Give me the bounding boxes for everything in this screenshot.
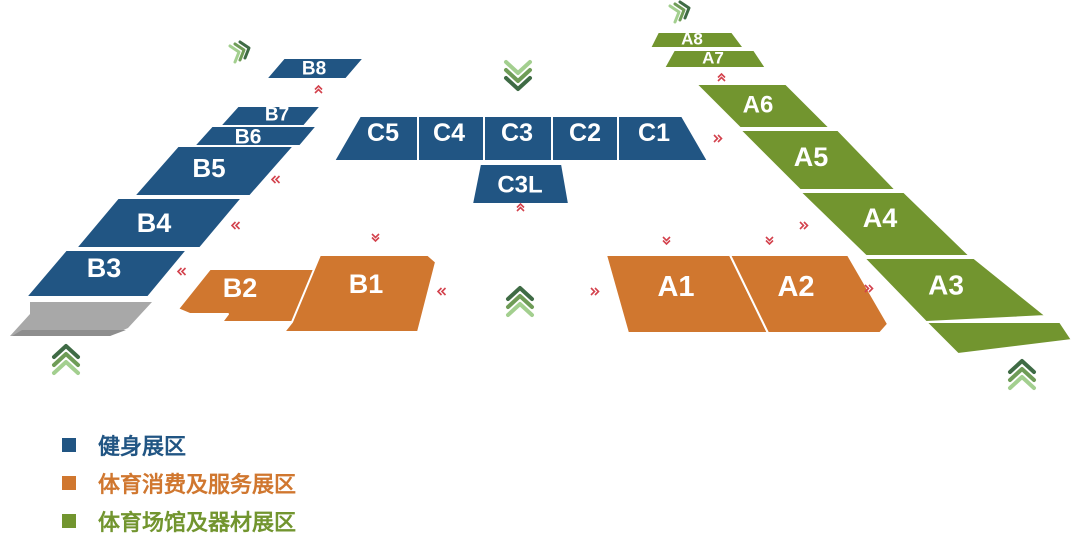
flow-arrow-right [713, 134, 723, 143]
hall-a3-walkway [925, 321, 1073, 355]
gray-walkway [10, 302, 152, 336]
hall-b8-label: B8 [302, 59, 326, 80]
flow-arrow-left [271, 175, 281, 184]
hall-a2[interactable] [729, 254, 889, 334]
flow-arrow-up [717, 73, 726, 82]
entrance-arrow-icon [1008, 359, 1036, 390]
flow-arrow-down [371, 233, 380, 242]
hall-a8[interactable] [649, 31, 745, 49]
hall-a7[interactable] [663, 49, 767, 69]
legend-swatch-fitness [62, 438, 76, 452]
flow-arrow-down [662, 236, 671, 245]
flow-arrow-right [590, 287, 600, 296]
hall-c5-label: C5 [367, 119, 399, 147]
flow-arrow-left [437, 287, 447, 296]
hall-b5-label: B5 [192, 153, 225, 183]
legend-swatch-consumption [62, 476, 76, 490]
hall-a5[interactable] [739, 129, 897, 191]
hall-b2-label: B2 [223, 273, 258, 303]
hall-c2-label: C2 [569, 119, 601, 147]
hall-c3l[interactable] [471, 163, 570, 205]
entrance-arrow-icon [52, 344, 80, 375]
flow-arrow-up [314, 85, 323, 94]
hall-a7-label: A7 [702, 49, 724, 68]
legend-item-fitness: 健身展区 [62, 426, 296, 464]
hall-c3-label: C3 [501, 119, 533, 147]
legend: 健身展区 体育消费及服务展区 体育场馆及器材展区 [62, 426, 296, 540]
hall-b8[interactable] [265, 57, 365, 80]
legend-swatch-venue [62, 514, 76, 528]
hall-a1-label: A1 [657, 271, 694, 303]
flow-arrow-left [231, 221, 241, 230]
hall-a3[interactable] [863, 257, 1047, 323]
hall-b4-label: B4 [137, 208, 172, 238]
hall-a8-label: A8 [681, 30, 703, 49]
flow-arrow-up [516, 203, 525, 212]
gray-walkway-edge [12, 330, 126, 336]
flow-arrow-down [765, 236, 774, 245]
hall-b1-label: B1 [349, 269, 384, 299]
hall-a3-label: A3 [928, 270, 964, 301]
hall-c1-label: C1 [638, 119, 670, 147]
entrance-arrow-icon [504, 60, 532, 91]
legend-label-venue: 体育场馆及器材展区 [98, 511, 297, 536]
entrance-arrow-icon [506, 286, 534, 317]
legend-label-fitness: 健身展区 [98, 435, 187, 460]
hall-b4[interactable] [75, 197, 243, 249]
hall-b6-label: B6 [235, 126, 262, 149]
hall-c1[interactable] [617, 115, 709, 162]
hall-c4-label: C4 [433, 119, 465, 147]
hall-b7[interactable] [219, 105, 322, 127]
hall-a6-label: A6 [743, 92, 774, 119]
hall-a5-label: A5 [794, 142, 829, 172]
hall-b1[interactable] [283, 254, 437, 333]
entrance-arrow-icon [228, 40, 251, 64]
flow-arrow-right [799, 221, 809, 230]
legend-item-venue: 体育场馆及器材展区 [62, 502, 296, 540]
exhibition-floor-map: B3 B4 B5 B6 B7 B8 B2 B1 C5 C4 C3 C2 C1 C… [10, 0, 1073, 390]
flow-arrow-left [177, 267, 187, 276]
hall-c3l-label: C3L [497, 172, 542, 199]
hall-a2-label: A2 [777, 271, 814, 303]
legend-item-consumption: 体育消费及服务展区 [62, 464, 296, 502]
hall-b3-label: B3 [87, 253, 122, 283]
hall-a4-label: A4 [863, 203, 898, 233]
hall-b7-label: B7 [265, 105, 289, 126]
hall-a4[interactable] [799, 191, 971, 257]
entrance-arrow-icon [668, 0, 691, 24]
legend-label-consumption: 体育消费及服务展区 [98, 473, 297, 498]
hall-a6[interactable] [695, 83, 831, 129]
hall-b3[interactable] [25, 249, 188, 298]
